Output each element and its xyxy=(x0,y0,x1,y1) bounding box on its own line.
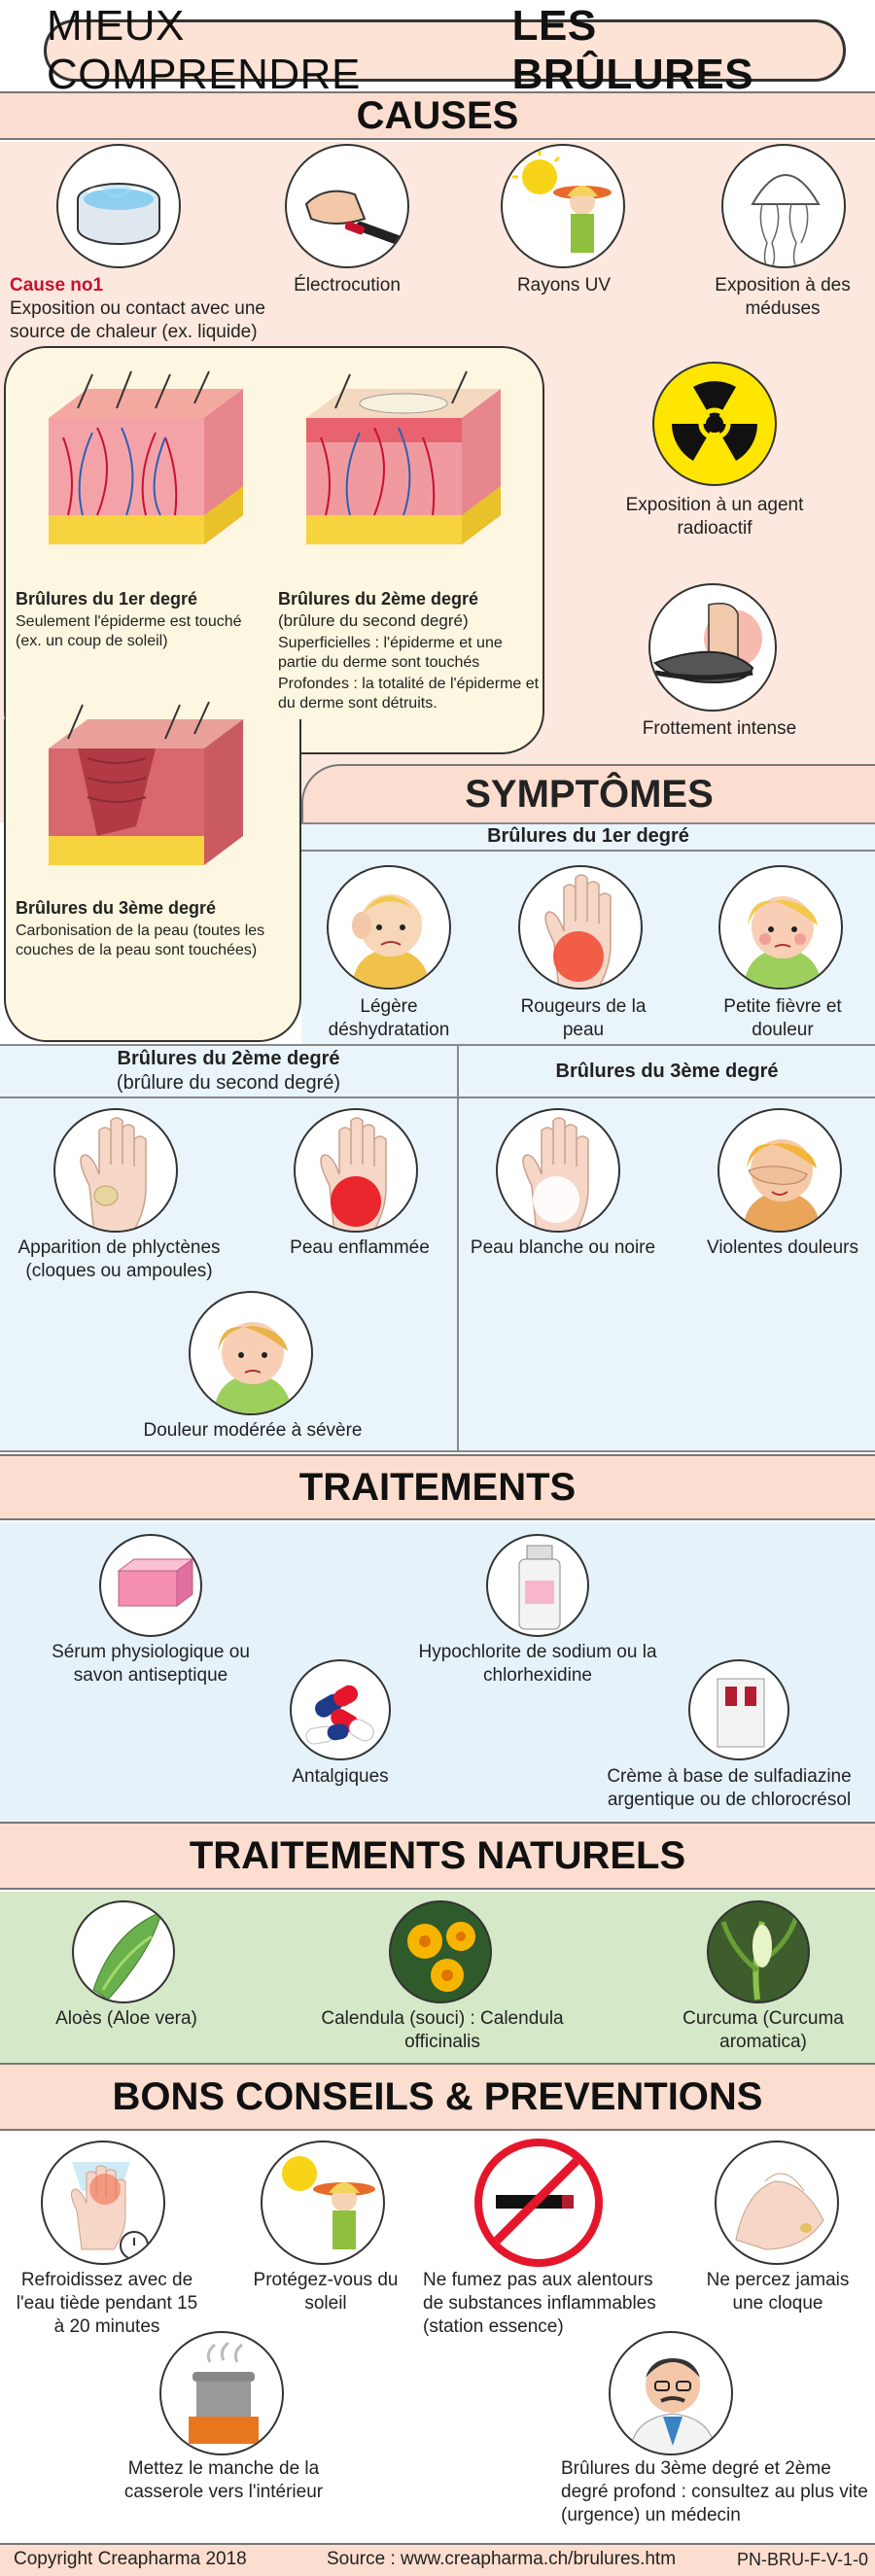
skin-first-degree-image xyxy=(39,369,253,564)
curcuma-icon xyxy=(707,1900,810,2003)
blister-hand-icon xyxy=(53,1108,178,1233)
blister-pop-icon xyxy=(715,2141,839,2265)
serum-label: Sérum physiologique ou savon antiseptiqu… xyxy=(52,1642,250,1686)
d3-title: Brûlures du 3ème degré xyxy=(16,898,217,918)
electrocution-label: Électrocution xyxy=(294,275,401,296)
calendula-label: Calendula (souci) : Calendula officinali… xyxy=(321,2008,564,2052)
footer-source: Source : www.creapharma.ch/brulures.htm xyxy=(327,2549,677,2569)
skin-second-degree-image xyxy=(297,369,510,564)
d1-title: Brûlures du 1er degré xyxy=(16,589,198,609)
no-smoking-icon xyxy=(474,2139,603,2267)
d1-text: Seulement l'épiderme est touché (ex. un … xyxy=(16,613,242,649)
symptoms-divider xyxy=(457,1044,459,1452)
footer xyxy=(0,2543,875,2576)
white-skin-hand-icon xyxy=(496,1108,620,1233)
violent-pain-face-icon xyxy=(718,1108,842,1233)
symptoms-first-header-bar xyxy=(301,822,875,852)
friction-label: Frottement intense xyxy=(642,718,797,739)
hypochlorite-label: Hypochlorite de sodium ou la chlorhexidi… xyxy=(418,1642,657,1686)
jellyfish-icon xyxy=(721,144,846,268)
cool-label: Refroidissez avec de l'eau tiède pendant… xyxy=(16,2270,198,2337)
aloe-icon xyxy=(72,1900,175,2003)
red-skin-hand-icon xyxy=(518,865,643,990)
blisters-label: Apparition de phlyctènes (cloques ou amp… xyxy=(18,1237,221,1281)
fever-face-icon xyxy=(718,865,843,990)
doctor-label: Brûlures du 3ème degré et 2ème degré pro… xyxy=(561,2458,868,2525)
hot-liquid-icon xyxy=(56,144,181,268)
electrocution-icon xyxy=(285,144,409,268)
radioactive-label: Exposition à un agent radioactif xyxy=(625,495,804,539)
analgesics-label: Antalgiques xyxy=(292,1766,389,1787)
cause1-tag: Cause no1 xyxy=(10,275,104,296)
fever-label: Petite fièvre et douleur xyxy=(723,996,842,1040)
radioactive-icon xyxy=(652,362,777,486)
d2-sub: (brûlure du second degré) xyxy=(278,611,469,630)
friction-icon xyxy=(648,583,777,712)
d2-title: Brûlures du 2ème degré xyxy=(278,589,479,609)
cool-water-icon xyxy=(41,2141,165,2265)
aloe-label: Aloès (Aloe vera) xyxy=(55,2008,197,2029)
sun-label: Protégez-vous du soleil xyxy=(253,2270,399,2314)
handle-label: Mettez le manche de la casserole vers l'… xyxy=(123,2458,324,2502)
calendula-icon xyxy=(389,1900,492,2003)
dehydration-face-icon xyxy=(327,865,451,990)
symptoms-second-third-area xyxy=(0,1044,875,1452)
footer-copyright: Copyright Creapharma 2018 xyxy=(14,2549,247,2569)
serum-icon xyxy=(99,1534,202,1637)
curcuma-label: Curcuma (Curcuma aromatica) xyxy=(682,2008,844,2052)
footer-ref: PN-BRU-F-V-1-0 xyxy=(737,2550,869,2569)
symptoms-subhead-line xyxy=(0,1097,875,1098)
pills-icon xyxy=(290,1659,391,1760)
jellyfish-label: Exposition à des méduses xyxy=(715,275,851,319)
sun-protect-icon xyxy=(261,2141,385,2265)
saucepan-icon xyxy=(159,2331,284,2455)
doctor-icon xyxy=(609,2331,733,2455)
hypochlorite-bottle-icon xyxy=(486,1534,589,1637)
natural-heading: TRAITEMENTS NATURELS xyxy=(0,1822,875,1890)
title-part2: LES BRÛLURES xyxy=(511,2,754,98)
cream-tube-icon xyxy=(688,1659,789,1760)
treatments-heading: TRAITEMENTS xyxy=(0,1454,875,1520)
nosmoke-label: Ne fumez pas aux alentours de substances… xyxy=(423,2270,656,2337)
blister-advice-label: Ne percez jamais une cloque xyxy=(706,2270,850,2314)
white-skin-label: Peau blanche ou noire xyxy=(470,1237,656,1258)
redness-label: Rougeurs de la peau xyxy=(520,996,647,1040)
uv-label: Rayons UV xyxy=(516,275,612,296)
inflamed-hand-icon xyxy=(294,1108,418,1233)
symptoms-second-degree-head: Brûlures du 2ème degré xyxy=(117,1048,340,1069)
cream-label: Crème à base de sulfadiazine argentique … xyxy=(607,1766,852,1810)
title-part1: MIEUX COMPRENDRE xyxy=(47,2,361,98)
symptoms-first-degree-head: Brûlures du 1er degré xyxy=(487,825,689,847)
inflamed-label: Peau enflammée xyxy=(290,1237,430,1258)
page-title: MIEUX COMPRENDRE LES BRÛLURES xyxy=(44,2,846,98)
violent-pain-label: Violentes douleurs xyxy=(707,1237,858,1258)
uv-rays-icon xyxy=(501,144,625,268)
d2-text1: Superficielles : l'épiderme et une parti… xyxy=(278,635,503,671)
d3-text: Carbonisation de la peau (toutes les cou… xyxy=(16,922,265,958)
d2-text2: Profondes : la totalité de l'épiderme et… xyxy=(278,676,540,712)
advice-heading: BONS CONSEILS & PREVENTIONS xyxy=(0,2063,875,2131)
moderate-pain-face-icon xyxy=(189,1291,313,1415)
dehydration-label: Légère déshydratation xyxy=(328,996,450,1040)
moderate-pain-label: Douleur modérée à sévère xyxy=(143,1420,363,1441)
causes-heading: CAUSES xyxy=(0,91,875,140)
symptoms-third-degree-head: Brûlures du 3ème degré xyxy=(555,1061,779,1082)
cause1-text: Exposition ou contact avec une source de… xyxy=(10,298,266,342)
symptoms-second-degree-sub: (brûlure du second degré) xyxy=(116,1072,341,1094)
symptoms-heading: SYMPTÔMES xyxy=(301,764,875,822)
skin-third-degree-image xyxy=(39,700,253,885)
